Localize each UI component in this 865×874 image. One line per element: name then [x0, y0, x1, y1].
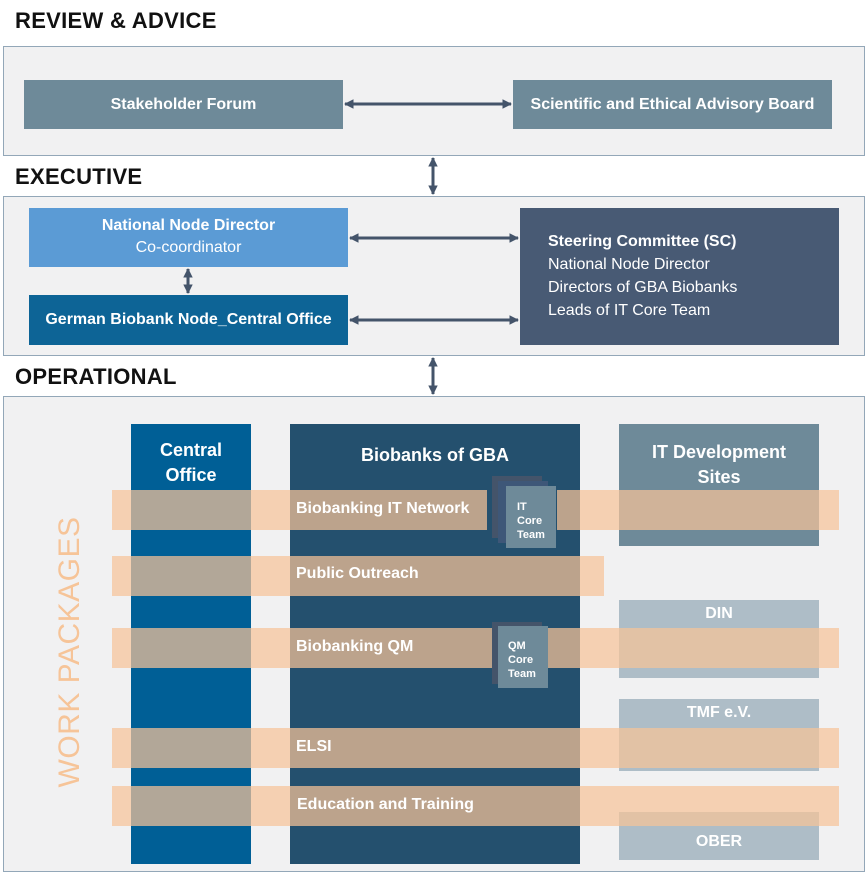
steering-member: Directors of GBA Biobanks — [548, 279, 738, 296]
section-title-operational: OPERATIONAL — [15, 364, 177, 389]
steering-member: National Node Director — [548, 256, 710, 273]
qm-core-team-text: Core — [508, 654, 534, 666]
column-biobanks-title: Biobanks of GBA — [360, 445, 509, 465]
steering-member: Leads of IT Core Team — [548, 302, 711, 319]
work-package-band — [112, 786, 839, 826]
it-core-team-text: IT — [517, 501, 527, 513]
work-package-band — [112, 556, 604, 596]
column-it-sites-title: Sites — [697, 467, 741, 487]
column-central-office-title: Office — [165, 465, 217, 485]
it-core-team-card: IT Core Team — [506, 486, 556, 548]
column-central-office-title: Central — [159, 440, 222, 460]
steering-title: Steering Committee (SC) — [548, 233, 737, 250]
work-package-band — [112, 490, 487, 530]
qm-core-team-text: Team — [508, 668, 536, 680]
qm-core-team-text: QM — [508, 640, 526, 652]
steering-committee-box: Steering Committee (SC) National Node Di… — [520, 208, 839, 345]
work-package-label: Biobanking QM — [296, 638, 414, 655]
work-package-label: ELSI — [296, 738, 332, 755]
work-package-label: Public Outreach — [296, 565, 419, 582]
work-package-band — [112, 628, 492, 668]
it-core-team-text: Core — [517, 515, 543, 527]
section-title-executive: EXECUTIVE — [15, 164, 143, 189]
work-package-label: Education and Training — [297, 796, 474, 813]
director-subtitle: Co-coordinator — [135, 239, 242, 256]
work-package-label: Biobanking IT Network — [296, 500, 470, 517]
work-package-band — [112, 728, 839, 768]
qm-core-team-card: QM Core Team — [498, 626, 548, 688]
section-title-review: REVIEW & ADVICE — [15, 8, 217, 33]
work-package-band — [557, 490, 839, 530]
national-node-director-box: National Node Director Co-coordinator — [29, 208, 348, 267]
work-package-band — [548, 628, 839, 668]
column-it-sites-title: IT Development — [651, 442, 787, 462]
stakeholder-forum-box: Stakeholder Forum — [24, 80, 343, 129]
central-office-box: German Biobank Node_Central Office — [29, 295, 348, 345]
director-title: National Node Director — [101, 217, 276, 234]
advisory-board-box: Scientific and Ethical Advisory Board — [513, 80, 832, 129]
it-core-team-text: Team — [517, 529, 545, 541]
